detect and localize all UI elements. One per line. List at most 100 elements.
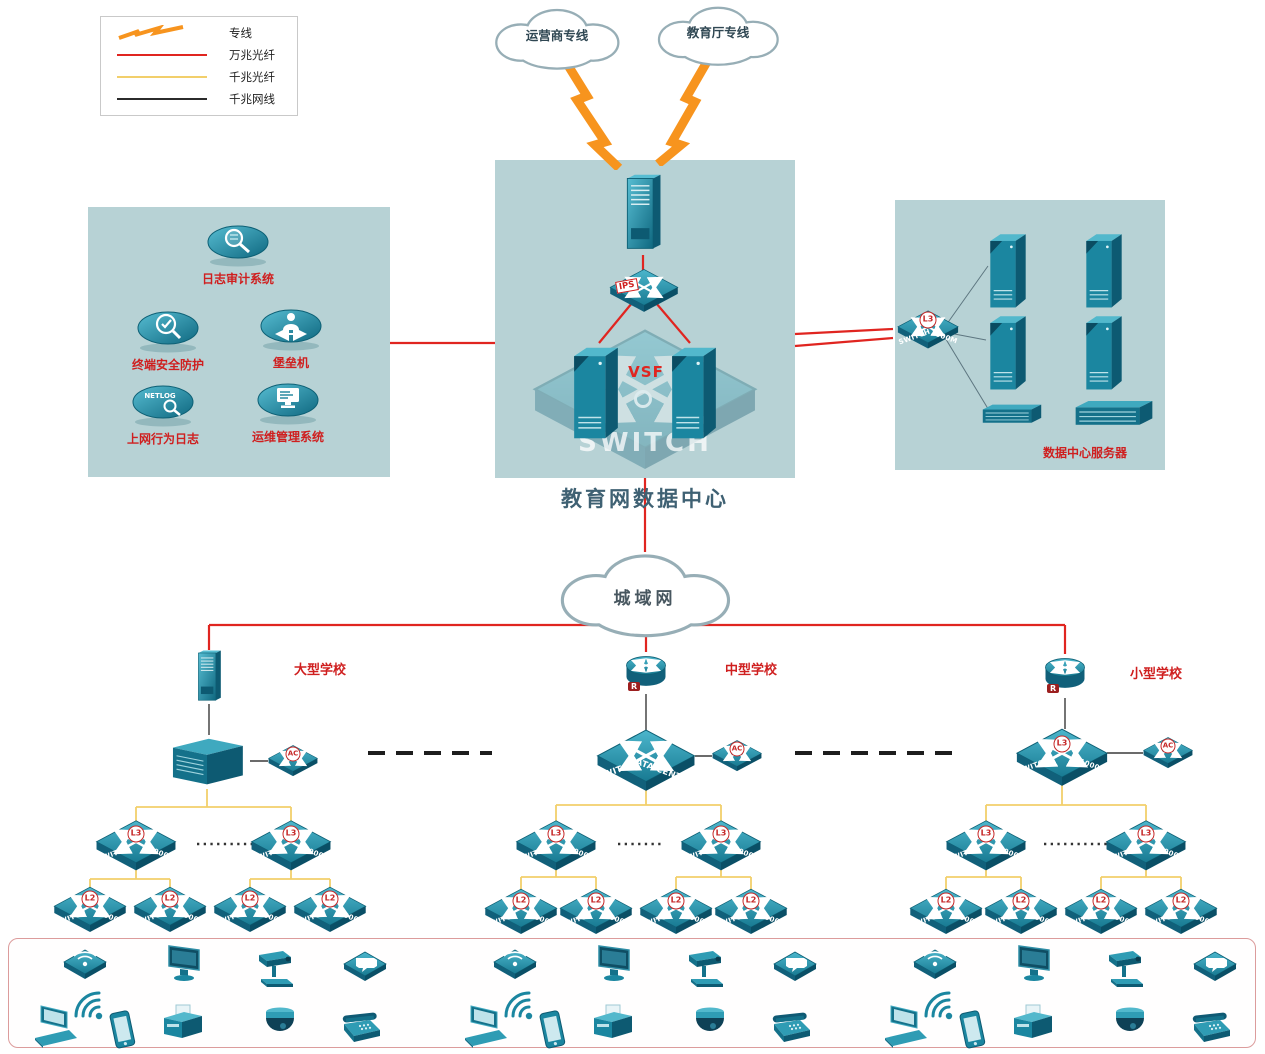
- switch-badge: L2: [742, 892, 760, 910]
- security-system-endpoint-protection: 终端安全防护: [113, 308, 223, 373]
- netlog-icon: NETLOG: [127, 382, 199, 428]
- school-label-large: 大型学校: [293, 663, 346, 678]
- telephone-icon: [766, 1006, 814, 1050]
- smartphone-icon: [528, 1008, 576, 1052]
- telephone: [336, 1006, 384, 1050]
- legend: 专线 万兆光纤 千兆光纤 千兆网线: [100, 16, 298, 116]
- message-icon: [341, 948, 389, 992]
- printer: [588, 1002, 636, 1046]
- message-terminal: [771, 948, 819, 992]
- switch-badge: L3: [919, 311, 937, 329]
- wireless-controller: AC: [1142, 736, 1194, 770]
- security-system-ops-management: 运维管理系统: [233, 380, 343, 445]
- server-tower-icon: [1082, 312, 1126, 392]
- datacenter-server: [1082, 312, 1126, 392]
- switch-badge: AC: [1160, 738, 1176, 754]
- switch-badge: L2: [161, 890, 179, 908]
- switch-badge: L3: [1137, 825, 1155, 843]
- wireless-controller: AC: [267, 744, 319, 778]
- serverfarm-label: 数据中心服务器: [1042, 446, 1127, 460]
- printer-icon: [588, 1002, 636, 1046]
- desktop: [591, 943, 639, 987]
- switch-badge: AC: [285, 746, 301, 762]
- desktop-icon: [1011, 943, 1059, 987]
- dome-camera-icon: [1106, 1002, 1154, 1046]
- switch-badge: L2: [81, 890, 99, 908]
- school-label-small: 小型学校: [1129, 667, 1182, 682]
- rack-server-icon: [980, 400, 1044, 426]
- legend-label: 千兆网线: [229, 92, 275, 106]
- printer: [158, 1002, 206, 1046]
- dome-camera-icon: [256, 1002, 304, 1046]
- router-badge: R: [628, 682, 641, 691]
- dome-camera: [686, 1002, 734, 1046]
- security-system-log-audit: 日志审计系统: [183, 222, 293, 287]
- legend-row-dedicated-line: 专线: [117, 22, 297, 44]
- desktop: [161, 943, 209, 987]
- cloud-man: 城域网: [536, 545, 754, 643]
- lightning-bolt-education: [655, 58, 712, 166]
- printer: [1008, 1002, 1056, 1046]
- rack-server-icon: [1072, 396, 1156, 428]
- smartphone: [98, 1008, 146, 1052]
- smartphone-icon: [98, 1008, 146, 1052]
- smartphone: [528, 1008, 576, 1052]
- cloud-education-label: 教育厅专线: [686, 25, 750, 41]
- netlog-text: NETLOG: [144, 392, 176, 400]
- security-system-label: 上网行为日志: [126, 432, 199, 446]
- datacenter-server: [986, 312, 1030, 392]
- switch-badge: L3: [547, 825, 565, 843]
- cloud-education-line: 教育厅专线: [642, 0, 794, 70]
- desktop: [1011, 943, 1059, 987]
- vsf-server-right: [668, 342, 720, 442]
- printer-icon: [1008, 1002, 1056, 1046]
- ptz-camera: [681, 946, 729, 990]
- ips-device: IPS: [608, 268, 680, 314]
- log-audit-icon: [202, 222, 274, 268]
- ptz-camera-icon: [1101, 946, 1149, 990]
- security-system-label: 日志审计系统: [201, 272, 274, 286]
- school-label-medium: 中型学校: [724, 663, 777, 678]
- security-system-label: 终端安全防护: [131, 358, 204, 372]
- cloud-man-label: 城域网: [613, 589, 677, 610]
- red-line-legend-icon: [117, 54, 229, 56]
- server-tower-icon: [570, 342, 622, 442]
- legend-row-1g-copper: 千兆网线: [117, 88, 297, 110]
- telephone: [766, 1006, 814, 1050]
- rack-server: [1072, 396, 1156, 428]
- desktop-icon: [591, 943, 639, 987]
- switch-badge: L2: [587, 892, 605, 910]
- legend-label: 万兆光纤: [229, 48, 275, 62]
- dome-camera: [256, 1002, 304, 1046]
- security-system-bastion-host: 堡垒机: [236, 306, 346, 371]
- datacenter-title: 教育网数据中心: [561, 487, 729, 511]
- security-system-label: 运维管理系统: [251, 430, 324, 444]
- yellow-line-legend-icon: [117, 76, 229, 78]
- switch-badge: L2: [241, 890, 259, 908]
- switch-badge: L2: [512, 892, 530, 910]
- cloud-carrier-label: 运营商专线: [525, 28, 589, 44]
- switch-badge: L3: [282, 825, 300, 843]
- telephone: [1186, 1006, 1234, 1050]
- switch-badge: L3: [977, 825, 995, 843]
- datacenter-server: [986, 230, 1030, 310]
- telephone-icon: [1186, 1006, 1234, 1050]
- school-router-medium: R: [620, 650, 672, 694]
- legend-label: 专线: [229, 26, 252, 40]
- telephone-icon: [336, 1006, 384, 1050]
- legend-row-1g-fiber: 千兆光纤: [117, 66, 297, 88]
